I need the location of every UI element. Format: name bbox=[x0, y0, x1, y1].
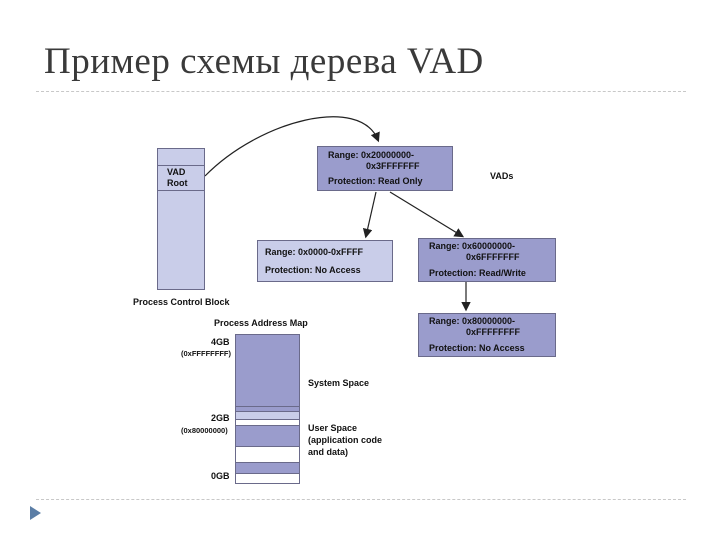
user-space-region-1 bbox=[236, 425, 299, 447]
system-space-label: System Space bbox=[308, 378, 370, 388]
footer-divider bbox=[36, 499, 686, 500]
vad-node-left: Range: 0x0000-0xFFFF Protection: No Acce… bbox=[257, 240, 393, 282]
vad-bottom-range-2: 0xFFFFFFFF bbox=[466, 327, 520, 337]
label-0gb: 0GB bbox=[211, 471, 230, 481]
pcb-caption: Process Control Block bbox=[133, 297, 230, 307]
vad-node-bottom: Range: 0x80000000- 0xFFFFFFFF Protection… bbox=[418, 313, 556, 357]
edge-root-right bbox=[389, 191, 465, 238]
vad-node-root: Range: 0x20000000- 0x3FFFFFFF Protection… bbox=[317, 146, 453, 191]
vad-right-range-2: 0x6FFFFFFF bbox=[466, 252, 520, 262]
slide-title: Пример схемы дерева VAD bbox=[44, 41, 484, 82]
address-map-column bbox=[235, 334, 300, 484]
vad-right-protection: Protection: Read/Write bbox=[429, 268, 526, 278]
vad-bottom-range-1: Range: 0x80000000- bbox=[429, 316, 516, 326]
vad-left-protection: Protection: No Access bbox=[265, 265, 361, 275]
title-divider bbox=[36, 91, 686, 92]
vads-label: VADs bbox=[490, 171, 514, 181]
hex-4gb: (0xFFFFFFFF) bbox=[181, 349, 231, 358]
system-space-band bbox=[236, 406, 299, 411]
system-space-region bbox=[236, 335, 299, 406]
vad-root-label-1: VAD bbox=[167, 167, 186, 177]
vad-left-range: Range: 0x0000-0xFFFF bbox=[265, 247, 364, 257]
vad-right-range-1: Range: 0x60000000- bbox=[429, 241, 516, 251]
user-space-region-2 bbox=[236, 462, 299, 474]
vad-node-right: Range: 0x60000000- 0x6FFFFFFF Protection… bbox=[418, 238, 556, 282]
play-arrow-icon[interactable] bbox=[30, 506, 41, 520]
edge-root-left bbox=[362, 191, 377, 239]
hex-2gb: (0x80000000) bbox=[181, 426, 228, 435]
vad-root-label-2: Root bbox=[167, 178, 188, 188]
boundary-band bbox=[236, 411, 299, 420]
vad-root-slot: VAD Root bbox=[158, 165, 204, 191]
user-space-label-3: and data) bbox=[308, 447, 349, 457]
label-4gb: 4GB bbox=[211, 337, 230, 347]
user-space-label-1: User Space bbox=[308, 423, 358, 433]
address-map-title: Process Address Map bbox=[214, 318, 308, 328]
root-pointer-arrow bbox=[204, 116, 380, 177]
process-control-block: VAD Root bbox=[157, 148, 205, 290]
vad-bottom-protection: Protection: No Access bbox=[429, 343, 525, 353]
vad-root-range-2: 0x3FFFFFFF bbox=[366, 161, 420, 171]
vad-root-protection: Protection: Read Only bbox=[328, 176, 423, 186]
vad-root-range-1: Range: 0x20000000- bbox=[328, 150, 415, 160]
label-2gb: 2GB bbox=[211, 413, 230, 423]
user-space-label-2: (application code bbox=[308, 435, 383, 445]
